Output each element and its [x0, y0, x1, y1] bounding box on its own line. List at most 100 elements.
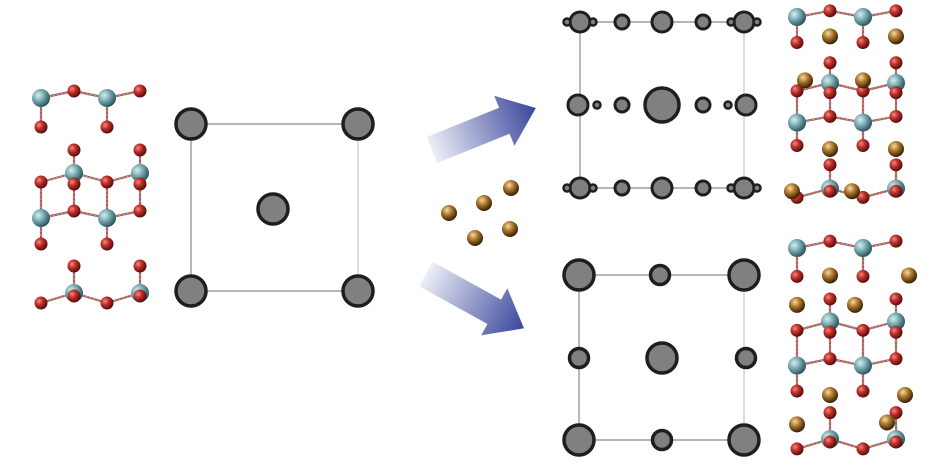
oxygen-atom — [889, 292, 903, 306]
oxygen-atom — [856, 384, 870, 398]
lattice-site — [562, 183, 572, 193]
lattice-site — [341, 274, 375, 308]
titanium-atom — [788, 8, 806, 26]
oxygen-atom — [889, 158, 903, 172]
lattice-site — [734, 93, 758, 117]
lattice-site — [645, 341, 679, 375]
intercalant-atom — [844, 183, 860, 200]
oxygen-atom — [823, 56, 837, 70]
lattice-site — [256, 192, 290, 226]
lattice-site — [732, 176, 756, 200]
oxygen-atom — [790, 384, 804, 398]
arrow-upper-icon — [426, 95, 536, 163]
oxygen-atom — [100, 175, 114, 189]
titanium-atom — [131, 164, 149, 182]
lattice-site — [650, 176, 674, 200]
lattice-site — [567, 346, 591, 370]
oxygen-atom — [100, 120, 114, 134]
oxygen-atom — [823, 184, 837, 198]
lattice-site — [727, 423, 761, 457]
oxygen-atom — [67, 84, 81, 98]
titanium-atom — [854, 356, 872, 375]
intercalant-atom — [879, 414, 895, 431]
lattice-site — [752, 17, 762, 27]
oxygen-atom — [856, 442, 870, 456]
oxygen-atom — [889, 184, 903, 198]
intercalant-atom-cluster — [441, 180, 519, 246]
lattice-site — [734, 346, 758, 370]
oxygen-atom — [100, 237, 114, 251]
intercalant-atom — [822, 28, 838, 45]
oxygen-atom — [889, 4, 903, 18]
intercalant-atom — [797, 72, 813, 89]
oxygen-atom — [823, 234, 837, 248]
oxygen-atom — [790, 36, 804, 50]
lattice-site — [723, 100, 733, 110]
product-lattice-top — [562, 10, 762, 200]
intercalant-atom — [789, 296, 805, 313]
lattice-site — [694, 13, 712, 31]
lattice-site — [650, 428, 674, 452]
lattice-site — [648, 263, 672, 287]
oxygen-atom — [889, 234, 903, 248]
oxygen-atom — [67, 204, 81, 218]
lattice-site — [732, 10, 756, 34]
titanium-atom — [821, 74, 839, 92]
oxygen-atom — [133, 177, 147, 191]
titanium-atom — [887, 312, 905, 331]
lattice-site — [568, 176, 592, 200]
titanium-atom — [821, 312, 839, 331]
lattice-site — [694, 179, 712, 197]
lattice-site — [562, 17, 572, 27]
product-structure-top — [784, 4, 905, 204]
lattice-site — [174, 274, 208, 308]
intercalant-atom — [847, 296, 863, 313]
titanium-atom — [854, 8, 872, 26]
oxygen-atom — [100, 296, 114, 310]
titanium-atom — [788, 239, 806, 257]
oxygen-atom — [856, 269, 870, 283]
lattice-site — [341, 107, 375, 141]
oxygen-atom — [34, 120, 48, 134]
oxygen-atom — [790, 138, 804, 152]
lattice-site — [566, 93, 590, 117]
arrow-lower-icon — [419, 261, 524, 336]
oxygen-atom — [67, 289, 81, 303]
titanium-atom — [887, 74, 905, 92]
oxygen-atom — [856, 36, 870, 50]
titanium-atom — [32, 89, 50, 107]
intercalant-atom — [822, 141, 838, 157]
oxygen-atom — [823, 292, 837, 306]
lattice-site — [650, 10, 674, 34]
lattice-site — [613, 179, 631, 197]
oxygen-atom — [823, 86, 837, 100]
lattice-site — [726, 17, 736, 27]
oxygen-atom — [133, 289, 147, 303]
oxygen-atom — [823, 109, 837, 123]
intercalant-atom — [441, 205, 457, 221]
oxygen-atom — [133, 143, 147, 157]
oxygen-atom — [790, 442, 804, 456]
lattice-site — [613, 96, 631, 114]
lattice-site — [727, 258, 761, 292]
oxygen-atom — [133, 84, 147, 98]
lattice-site — [726, 183, 736, 193]
host-layered-structure — [32, 84, 149, 310]
oxygen-atom — [856, 190, 870, 204]
oxygen-atom — [889, 435, 903, 449]
intercalant-atom — [476, 195, 492, 211]
intercalant-atom — [855, 72, 871, 89]
intercalant-atom — [822, 267, 838, 284]
oxygen-atom — [889, 325, 903, 339]
lattice-site — [174, 107, 208, 141]
titanium-atom — [854, 239, 872, 257]
oxygen-atom — [823, 4, 837, 18]
intercalant-atom — [789, 416, 805, 433]
intercalant-atom — [502, 221, 518, 237]
lattice-site — [613, 13, 631, 31]
product-lattice-bottom — [562, 258, 761, 457]
lattice-site — [592, 100, 602, 110]
oxygen-atom — [133, 204, 147, 218]
oxygen-atom — [34, 175, 48, 189]
